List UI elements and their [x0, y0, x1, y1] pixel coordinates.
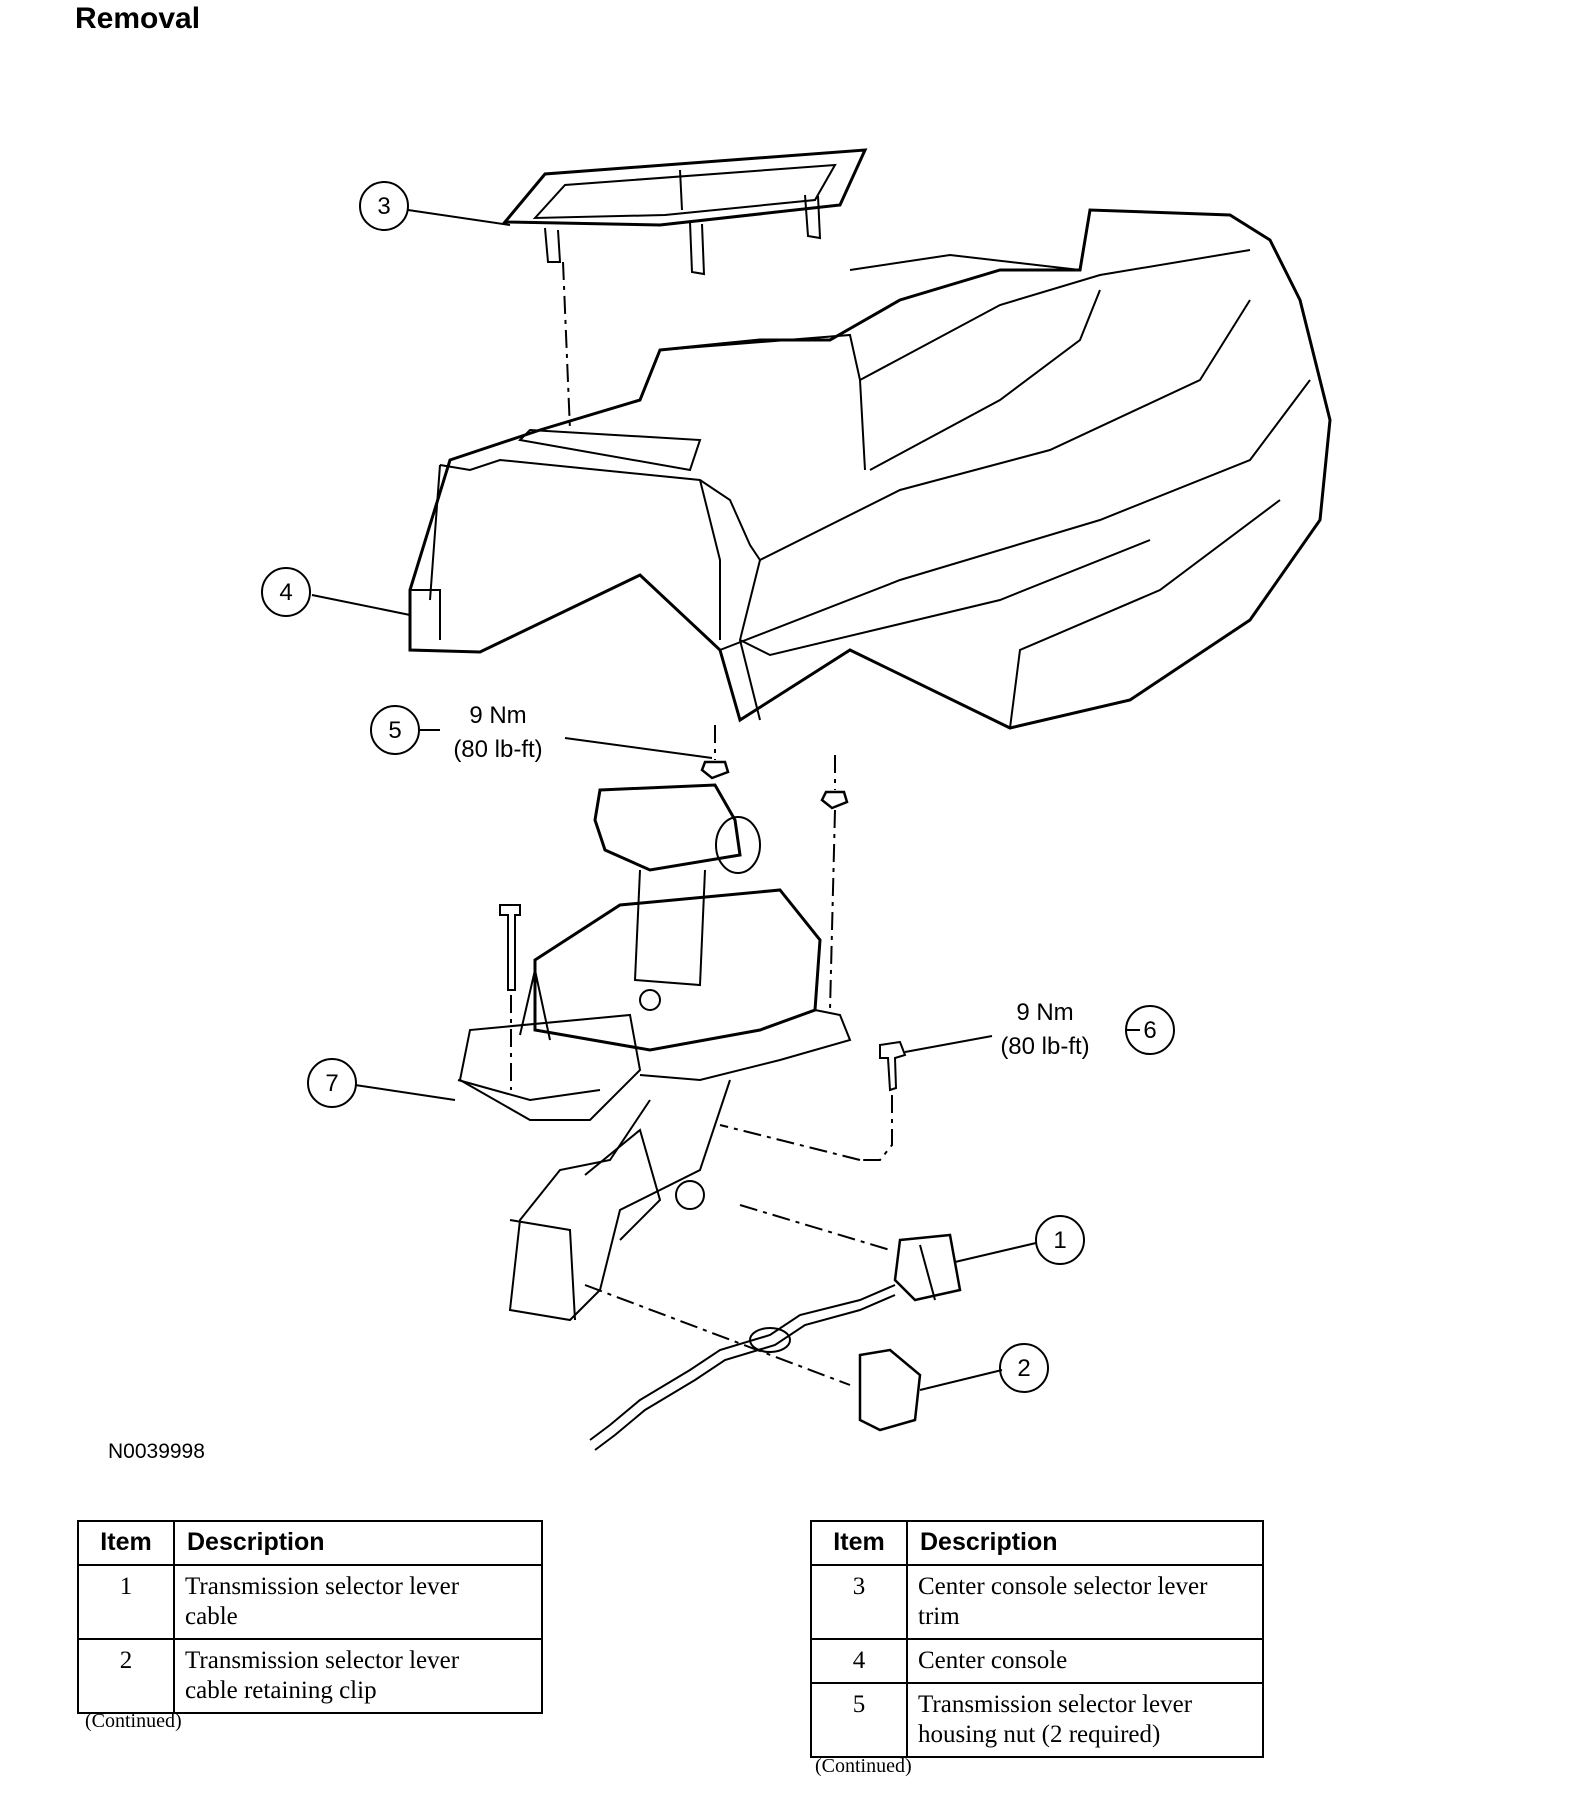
header-item: Item: [77, 1520, 175, 1566]
callout-5: 5: [388, 717, 401, 744]
figure-id: N0039998: [108, 1440, 205, 1463]
callout-1-circle: [1035, 1215, 1085, 1265]
legend-table-right: Item Description 3 Center console select…: [810, 1520, 1264, 1758]
callout-2: 2: [1017, 1355, 1030, 1382]
item-number: 5: [810, 1682, 908, 1758]
table-row: 4 Center console: [810, 1638, 1264, 1684]
description-line: Center console selector lever: [918, 1573, 1208, 1600]
table-row: 5 Transmission selector lever housing nu…: [810, 1682, 1264, 1758]
callout-3: 3: [377, 193, 390, 220]
description-line: Center console: [918, 1647, 1068, 1674]
legend-table-left: Item Description 1 Transmission selector…: [77, 1520, 543, 1714]
description-line: Transmission selector lever: [185, 1573, 460, 1600]
header-description: Description: [173, 1520, 543, 1566]
callout-6-circle: [1125, 1005, 1175, 1055]
item-description: Center console selector lever trim: [906, 1564, 1264, 1640]
description-line: trim: [918, 1603, 960, 1630]
description-line: Transmission selector lever: [185, 1647, 460, 1674]
callout-7: 7: [325, 1070, 338, 1097]
item-number: 2: [77, 1638, 175, 1714]
torque-6-nm: 9 Nm: [1016, 999, 1073, 1026]
item-description: Transmission selector lever cable retain…: [173, 1638, 543, 1714]
description-line: housing nut (2 required): [918, 1721, 1161, 1748]
exploded-view-illustration: 3 4 5 6 7 1 2 9 Nm (80 lb-ft) 9 Nm (80 l…: [261, 148, 1332, 1451]
console-trim-drawing: [501, 148, 868, 276]
header-item: Item: [810, 1520, 908, 1566]
continued-note-right: (Continued): [815, 1755, 912, 1777]
torque-6-lbft: (80 lb-ft): [1000, 1033, 1089, 1060]
table-row: 1 Transmission selector lever cable: [77, 1564, 543, 1640]
callout-2-circle: [999, 1343, 1049, 1393]
item-description: Transmission selector lever cable: [173, 1564, 543, 1640]
callout-7-circle: [307, 1058, 357, 1108]
torque-5-lbft: (80 lb-ft): [453, 736, 542, 763]
callout-3-circle: [359, 181, 409, 231]
header-description: Description: [906, 1520, 1264, 1566]
callout-5-circle: [370, 705, 420, 755]
table-header-row: Item Description: [77, 1520, 543, 1566]
continued-note-left: (Continued): [85, 1710, 182, 1732]
table-row: 3 Center console selector lever trim: [810, 1564, 1264, 1640]
callout-6: 6: [1143, 1017, 1156, 1044]
description-line: Transmission selector lever: [918, 1691, 1193, 1718]
item-description: Center console: [906, 1638, 1264, 1684]
description-line: cable retaining clip: [185, 1677, 377, 1704]
shifter-housing-drawing: [457, 783, 852, 1322]
page-heading: Removal: [75, 2, 201, 35]
item-number: 1: [77, 1564, 175, 1640]
center-console-drawing: [408, 208, 1332, 730]
callout-4-circle: [261, 567, 311, 617]
description-line: cable: [185, 1603, 238, 1630]
torque-5-nm: 9 Nm: [469, 702, 526, 729]
item-number: 4: [810, 1638, 908, 1684]
item-description: Transmission selector lever housing nut …: [906, 1682, 1264, 1758]
callout-1: 1: [1053, 1227, 1066, 1254]
table-header-row: Item Description: [810, 1520, 1264, 1566]
callout-4: 4: [279, 579, 292, 606]
table-row: 2 Transmission selector lever cable reta…: [77, 1638, 543, 1714]
item-number: 3: [810, 1564, 908, 1640]
